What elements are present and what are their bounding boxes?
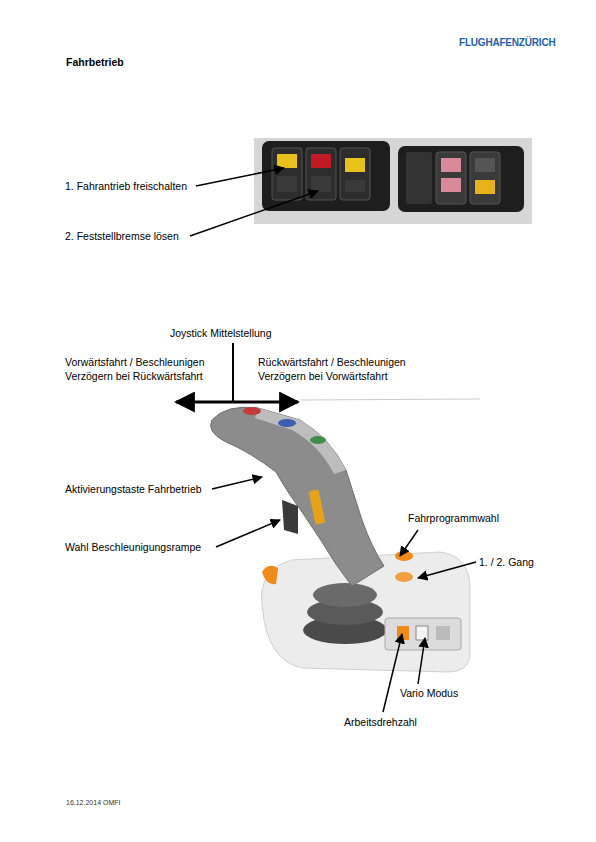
callout-label: Wahl Beschleunigungsrampe bbox=[65, 540, 225, 554]
callout-label: Fahrprogrammwahl bbox=[408, 511, 518, 525]
footer-text: 16.12.2014 OMFI bbox=[66, 798, 166, 807]
leader-line bbox=[216, 520, 280, 547]
callout-label: Arbeitsdrehzahl bbox=[344, 715, 444, 729]
leader-line bbox=[418, 562, 476, 578]
switch-panel-photo bbox=[254, 138, 532, 224]
callout-label: 1. Fahrantrieb freischalten bbox=[65, 179, 205, 193]
callout-label: Aktivierungstaste Fahrbetrieb bbox=[65, 482, 225, 496]
leader-line bbox=[190, 191, 318, 236]
leader-line bbox=[383, 634, 402, 712]
logo-text: FLUGHAFENZÜRICH bbox=[459, 36, 579, 50]
page-title: Fahrbetrieb bbox=[66, 56, 124, 68]
direction-label: Rückwärtsfahrt / Beschleunigen Verzögern… bbox=[258, 355, 430, 383]
callout-label: Vario Modus bbox=[400, 686, 490, 700]
direction-label: Vorwärtsfahrt / Beschleunigen Verzögern … bbox=[65, 355, 237, 383]
leader-line bbox=[400, 530, 418, 556]
center-line bbox=[232, 343, 234, 402]
callout-label: 1. / 2. Gang bbox=[479, 555, 559, 569]
callout-label: Joystick Mittelstellung bbox=[170, 326, 320, 340]
joystick-photo bbox=[211, 407, 470, 672]
leader-line bbox=[196, 168, 284, 186]
direction-arrow bbox=[176, 401, 298, 404]
guide-line bbox=[300, 399, 480, 400]
callout-label: 2. Feststellbremse lösen bbox=[65, 229, 205, 243]
leader-line bbox=[212, 477, 262, 489]
leader-line bbox=[418, 638, 425, 684]
